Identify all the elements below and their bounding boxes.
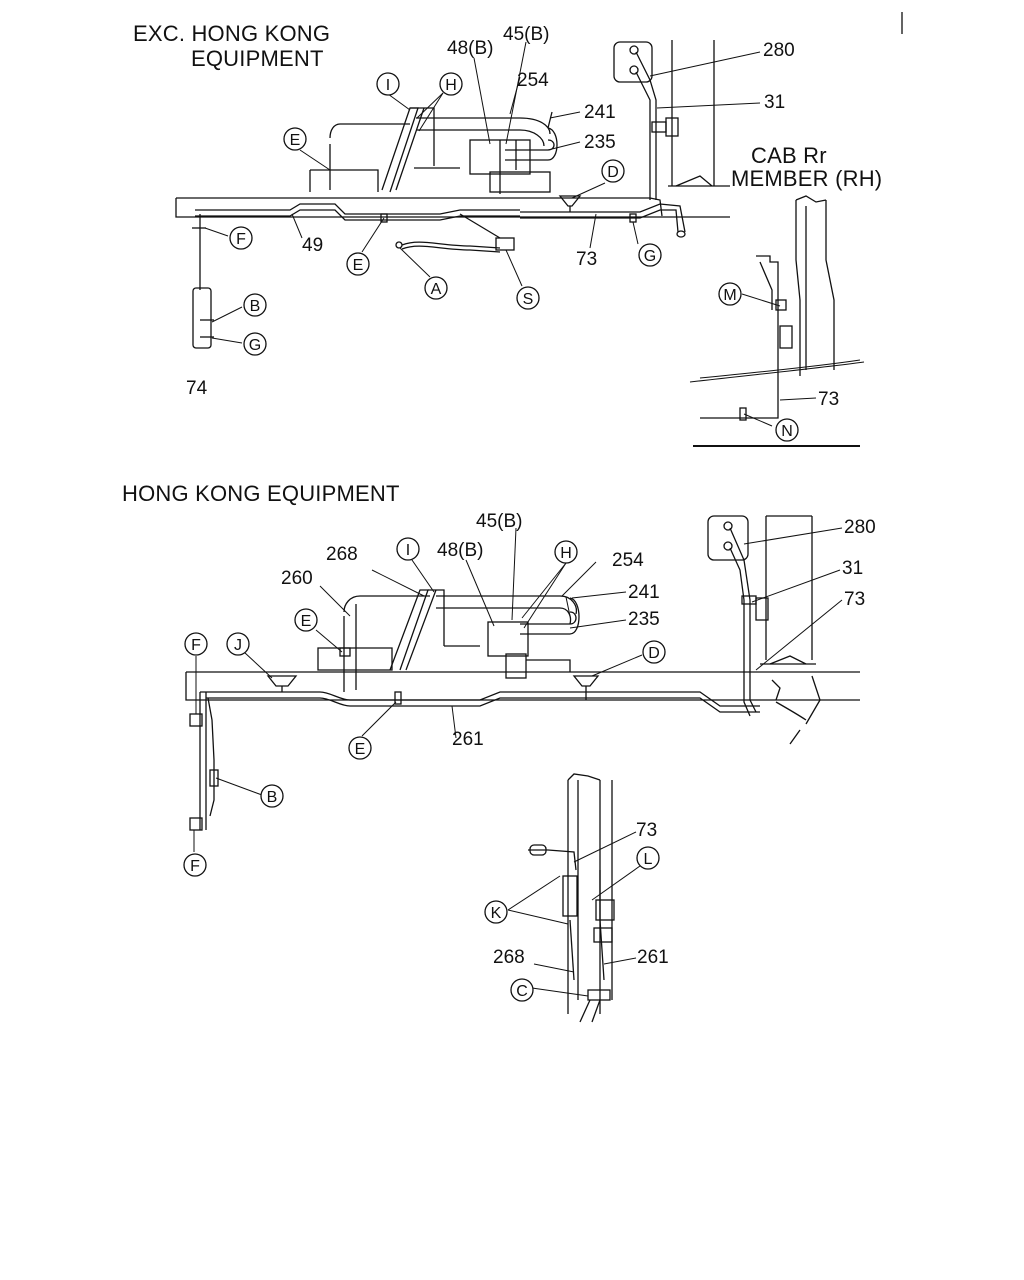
part-73: 73 — [844, 589, 865, 610]
part-48b: 48(B) — [437, 540, 483, 561]
part-241: 241 — [584, 102, 616, 123]
callout-H-circle — [554, 540, 578, 564]
callout-E-circle — [283, 127, 307, 151]
callout-E2: E — [355, 741, 366, 758]
callout-D: D — [648, 645, 660, 662]
callout-E: E — [301, 613, 312, 630]
part-235: 235 — [628, 609, 660, 630]
callout-I-circle — [376, 72, 400, 96]
callout-H-circle — [439, 72, 463, 96]
title-cab-line1: CAB Rr — [751, 143, 827, 168]
part-48b: 48(B) — [447, 38, 493, 59]
callout-B-circle — [243, 293, 267, 317]
part-280: 280 — [844, 517, 876, 538]
part-280: 280 — [763, 40, 795, 61]
callout-E: E — [290, 132, 301, 149]
part-260: 260 — [281, 568, 313, 589]
callout-B-circle — [260, 784, 284, 808]
part-254: 254 — [612, 550, 644, 571]
callout-L: L — [644, 851, 653, 868]
callout-F-circle — [184, 632, 208, 656]
title-exc-line1: EXC. HONG KONG — [133, 21, 330, 46]
callout-D-circle — [642, 640, 666, 664]
callout-L-circle — [636, 846, 660, 870]
bottom-callouts: I H E D F J E B F L K C 45(B) 268 48(B) … — [183, 511, 876, 1002]
part-73-cab: 73 — [818, 389, 839, 410]
callout-I: I — [406, 542, 410, 559]
part-73-detail: 73 — [636, 820, 657, 841]
top-callouts: I H E D F E A S G B G M N 48(B) 45(B) 25… — [186, 24, 839, 442]
top-diagram — [175, 40, 730, 349]
title-cab-line2: MEMBER (RH) — [731, 166, 882, 191]
callout-G-circle — [638, 243, 662, 267]
callout-D-circle — [601, 159, 625, 183]
callout-S: S — [523, 291, 534, 308]
callout-C: C — [516, 983, 528, 1000]
part-49: 49 — [302, 235, 323, 256]
callout-M-circle — [718, 282, 742, 306]
cab-member-diagram — [689, 195, 865, 447]
callout-N: N — [781, 423, 793, 440]
callout-F2: F — [190, 858, 200, 875]
callout-G2: G — [249, 337, 261, 354]
callout-E2-circle — [348, 736, 372, 760]
callout-A-circle — [424, 276, 448, 300]
callout-A: A — [431, 281, 442, 298]
part-73: 73 — [576, 249, 597, 270]
part-268: 268 — [326, 544, 358, 565]
part-235: 235 — [584, 132, 616, 153]
callout-E2: E — [353, 257, 364, 274]
part-261-detail: 261 — [637, 947, 669, 968]
callout-J-circle — [226, 632, 250, 656]
callout-K: K — [491, 905, 502, 922]
callout-H: H — [445, 77, 457, 94]
callout-K-circle — [484, 900, 508, 924]
callout-C-circle — [510, 978, 534, 1002]
part-254: 254 — [517, 70, 549, 91]
part-268-detail: 268 — [493, 947, 525, 968]
title-hong-kong: HONG KONG EQUIPMENT — [122, 481, 400, 506]
title-exc-line2: EQUIPMENT — [191, 46, 324, 71]
part-45b: 45(B) — [476, 511, 522, 532]
part-31: 31 — [764, 92, 785, 113]
callout-I: I — [386, 77, 390, 94]
callout-G: G — [644, 248, 656, 265]
callout-F-circle — [229, 226, 253, 250]
callout-B: B — [267, 789, 278, 806]
part-241: 241 — [628, 582, 660, 603]
callout-F: F — [236, 231, 246, 248]
callout-H: H — [560, 545, 572, 562]
callout-J: J — [234, 637, 242, 654]
callout-E2-circle — [346, 252, 370, 276]
callout-F: F — [191, 637, 201, 654]
part-45b: 45(B) — [503, 24, 549, 45]
part-261: 261 — [452, 729, 484, 750]
callout-N-circle — [775, 418, 799, 442]
callout-B: B — [250, 298, 261, 315]
callout-I-circle — [396, 537, 420, 561]
part-74: 74 — [186, 378, 208, 399]
callout-E-circle — [294, 608, 318, 632]
callout-M: M — [723, 287, 736, 304]
bottom-diagram — [185, 515, 860, 1023]
callout-F2-circle — [183, 853, 207, 877]
callout-G2-circle — [243, 332, 267, 356]
callout-S-circle — [516, 286, 540, 310]
callout-D: D — [607, 164, 619, 181]
part-31: 31 — [842, 558, 863, 579]
